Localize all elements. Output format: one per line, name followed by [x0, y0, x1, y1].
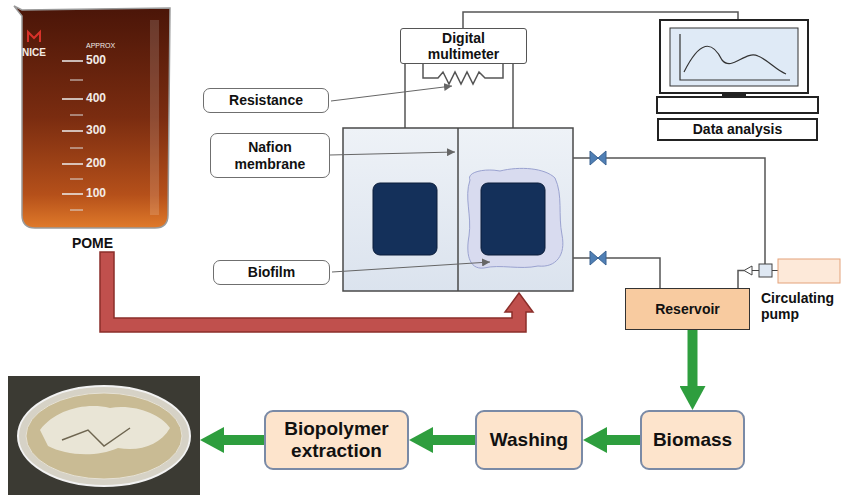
flow-arrow — [607, 435, 640, 445]
flow-arrow — [433, 435, 475, 445]
monitor — [660, 20, 808, 93]
biofilm-layer — [468, 168, 563, 268]
biopolymer-film — [26, 393, 182, 479]
petri-dish — [18, 386, 190, 486]
flow-arrow — [688, 330, 698, 386]
graduation-mark — [70, 115, 83, 116]
node-text: Biofilm — [248, 264, 295, 280]
valve-symbol — [590, 151, 606, 165]
valve-symbol — [590, 251, 606, 265]
node-text: Washing — [490, 429, 568, 451]
screen — [670, 28, 798, 86]
graduation-mark — [70, 210, 83, 211]
beaker — [14, 6, 170, 228]
process-box: Biomass — [640, 410, 745, 470]
flow-arrow — [224, 435, 265, 445]
electrode — [481, 183, 545, 255]
leader-line — [330, 152, 455, 155]
graduation-mark — [62, 98, 83, 100]
graduation-mark — [70, 179, 83, 180]
process-box: Washing — [475, 410, 583, 470]
electrode — [373, 183, 437, 255]
node-text: Biomass — [653, 429, 732, 451]
callout-box: Nafion membrane — [210, 133, 330, 178]
node-text: Circulating pump — [761, 290, 849, 322]
node-text: Data analysis — [693, 121, 783, 137]
node-text: Resistance — [229, 92, 303, 108]
glass-highlight — [150, 20, 159, 215]
callout-box: Resistance — [203, 88, 329, 113]
reservoir-box: Reservoir — [625, 288, 750, 330]
membrane-line — [457, 128, 459, 291]
graduation-number: 200 — [86, 157, 106, 169]
pump-symbol — [759, 264, 772, 277]
pump-shaft — [772, 270, 778, 271]
process-box: Biopolymer extraction — [264, 410, 409, 470]
pipe — [738, 271, 744, 289]
graduation-number: 100 — [86, 187, 106, 199]
pump-label: Circulating pump — [761, 287, 849, 325]
instrument-box: Digital multimeter — [400, 28, 527, 64]
pipe — [573, 258, 660, 288]
graduation-number: 400 — [86, 92, 106, 104]
graph-curve — [684, 46, 786, 74]
node-text: Biopolymer extraction — [272, 418, 401, 462]
node-text: Nafion membrane — [217, 139, 323, 171]
leader-line — [331, 86, 452, 101]
brand-mark: NICE — [22, 48, 46, 58]
film-crack — [62, 428, 130, 446]
graduation-mark — [70, 80, 83, 81]
graduation-mark — [62, 163, 83, 165]
node-text: Reservoir — [655, 301, 720, 317]
product-photo — [8, 376, 200, 495]
computer-label-box: Data analysis — [657, 118, 818, 141]
biopolymer-film — [40, 406, 170, 454]
pump-arrow — [752, 270, 759, 271]
brand-mark: APPROX — [86, 42, 115, 49]
graduation-mark — [70, 148, 83, 149]
node-text: POME — [72, 235, 113, 251]
resistor-symbol — [423, 64, 503, 84]
pump-motor — [778, 259, 840, 283]
keyboard — [657, 97, 818, 113]
photo-ground — [0, 0, 185, 232]
node-text: Digital multimeter — [418, 30, 510, 62]
graduation-mark — [62, 193, 83, 195]
brand-logo — [28, 32, 40, 42]
graduation-number: 500 — [86, 54, 106, 66]
fuel-cell — [343, 128, 573, 291]
graduation-mark — [62, 60, 83, 62]
leader-line — [332, 262, 490, 272]
pump-arrow — [744, 266, 752, 275]
pipe — [573, 158, 765, 264]
graph-axes — [680, 34, 790, 80]
graduation-mark — [62, 130, 83, 132]
graduation-number: 300 — [86, 124, 106, 136]
callout-box: Biofilm — [213, 260, 330, 285]
